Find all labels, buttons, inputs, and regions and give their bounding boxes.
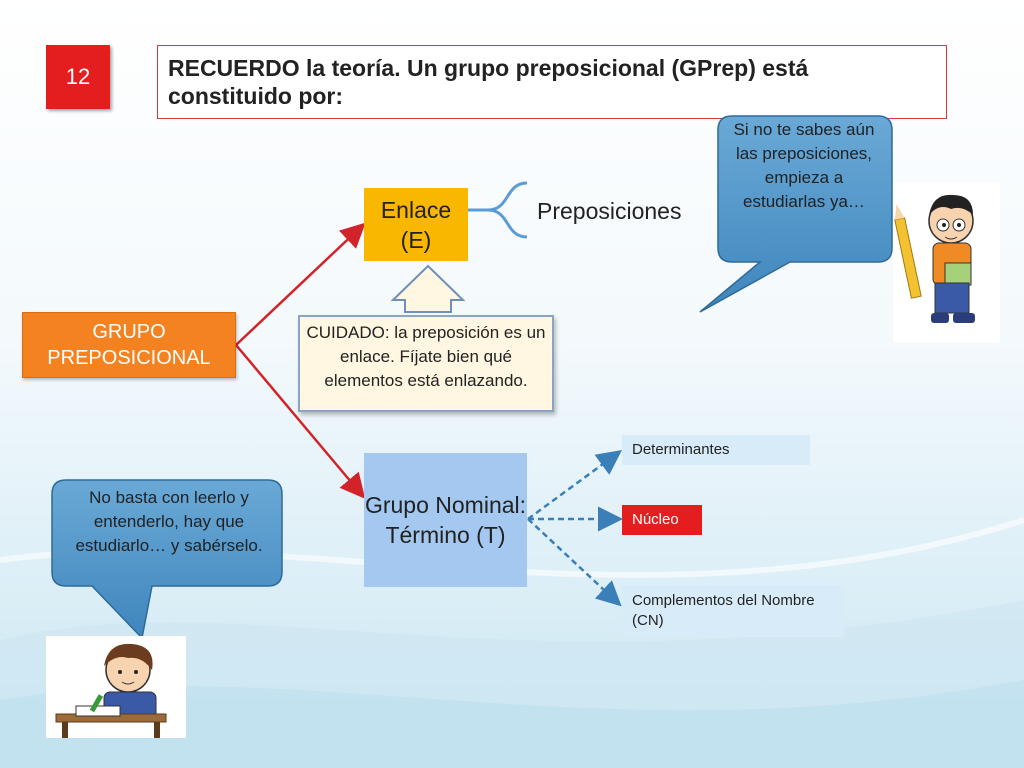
bubble-top-right-text: Si no te sabes aún las preposiciones, em… (733, 120, 875, 211)
determinantes-label: Determinantes (622, 435, 810, 465)
grupo-nominal-node: Grupo Nominal: Término (T) (364, 453, 527, 587)
complementos-label: Complementos del Nombre (CN) (622, 585, 844, 637)
bubble-bottom-left-shape (51, 479, 283, 640)
arrow-to-enlace (235, 222, 366, 346)
arrow-to-determinantes (527, 450, 623, 521)
boy-studying-illustration (46, 636, 186, 738)
bubble-top-right-shape (699, 115, 893, 313)
bubble-bottom-left-text: No basta con leerlo y entenderlo, hay qu… (75, 488, 263, 555)
preposiciones-label: Preposiciones (537, 198, 682, 224)
nucleo-label: Núcleo (622, 505, 702, 535)
grupo-preposicional-node: GRUPO PREPOSICIONAL (22, 312, 236, 378)
slide-number: 12 (46, 45, 110, 109)
cuidado-note: CUIDADO: la preposición es un enlace. Fí… (298, 315, 554, 412)
boy-with-pencil-illustration (893, 183, 1000, 343)
up-arrow (390, 264, 466, 313)
arrow-to-grupo-nominal (235, 344, 366, 499)
slide-title: RECUERDO la teoría. Un grupo preposicion… (157, 45, 947, 119)
enlace-node: Enlace (E) (364, 188, 468, 261)
arrow-to-complementos (527, 518, 622, 607)
